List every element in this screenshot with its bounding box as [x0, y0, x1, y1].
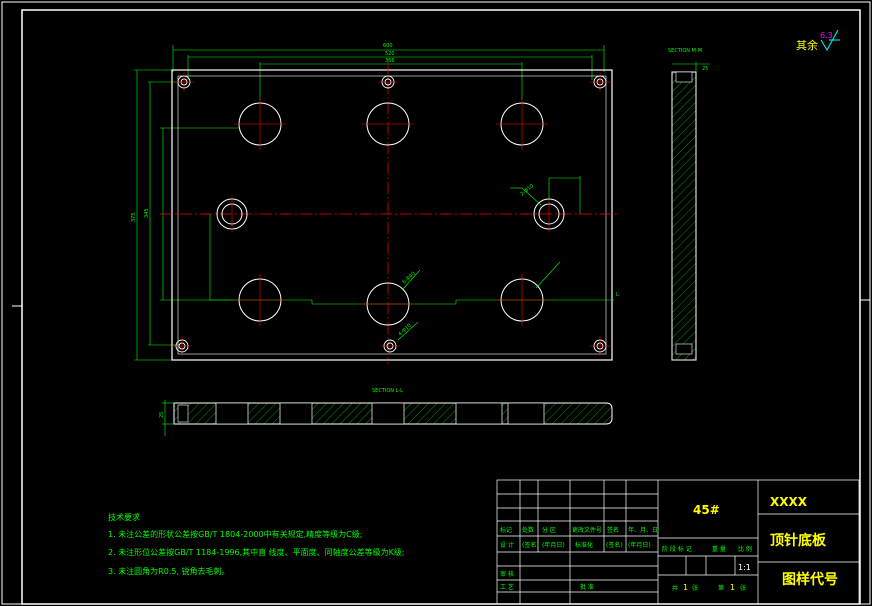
roughness-symbol: 其余 6.3 — [796, 29, 840, 52]
tb-stage: 阶 段 标 记 — [662, 545, 692, 553]
tb-sheet-no-n: 1 — [730, 583, 735, 592]
tb-header: 标记 — [500, 526, 512, 534]
tb-review: 审 核 — [500, 570, 514, 578]
notes-title: 技术要求 — [108, 512, 140, 522]
section-right-title: SECTION M-M — [668, 48, 702, 54]
callout-4-d10: 4-Φ10 — [397, 323, 412, 338]
note-item: 2. 未注形位公差按GB/T 1184-1996,其中直 线度、平面度、同轴度公… — [108, 547, 405, 557]
note-item: 3. 未注圆角为R0.5, 锐角去毛刺。 — [108, 566, 230, 576]
tb-design: (年月日) — [542, 541, 565, 549]
section-marker-l: L — [616, 292, 619, 298]
plan-view: 600 520 366 375 345 L — [131, 43, 619, 364]
tb-design: 设 计 — [500, 541, 514, 549]
section-bottom-dim: 25 — [159, 412, 165, 418]
callout-2-d10: 2-Φ10 — [519, 183, 535, 197]
tb-sheets-total: 共 — [672, 584, 678, 592]
technical-notes: 技术要求 1. 未注公差的形状公差按GB/T 1804-2000中有关规定,精度… — [108, 512, 405, 576]
tb-design: (签名) — [606, 541, 623, 549]
note-item: 1. 未注公差的形状公差按GB/T 1804-2000中有关规定,精度等级为C级… — [108, 529, 362, 539]
tb-header: 分 区 — [542, 526, 556, 534]
tb-process: 工 艺 — [500, 583, 514, 591]
tb-part-name: 顶针底板 — [770, 532, 827, 549]
section-right-dim: 25 — [702, 66, 708, 72]
tb-sheet-unit: 张 — [740, 584, 746, 592]
section-view-right: SECTION M-M 25 — [668, 48, 710, 361]
tb-design: (年月日) — [628, 541, 651, 549]
tb-header: 签名 — [607, 526, 619, 534]
tb-drawing-no: 图样代号 — [782, 571, 838, 588]
callout-6-d40: 6-Φ40 — [401, 271, 416, 286]
title-block: 标记 处数 分 区 更改文件号 签名 年、月、日 设 计 (签名) (年月日) … — [496, 479, 860, 605]
tb-header: 更改文件号 — [572, 526, 602, 534]
tb-scale: 1:1 — [738, 563, 751, 572]
tb-design: (签名) — [522, 541, 539, 549]
tb-company: XXXX — [770, 495, 808, 509]
drawing-frame — [21, 9, 861, 605]
tb-scale-label: 比 例 — [738, 545, 752, 553]
roughness-label: 其余 — [796, 38, 818, 52]
tb-weight: 重 量 — [712, 545, 726, 553]
section-view-bottom: SECTION L-L 25 — [159, 388, 613, 436]
dim-height-inner: 345 — [144, 208, 150, 218]
dim-mid: 520 — [385, 51, 395, 57]
dim-height-outer: 375 — [131, 212, 137, 222]
tb-header: 处数 — [522, 526, 534, 534]
tb-design: 标准化 — [575, 541, 593, 549]
section-bottom-title: SECTION L-L — [372, 388, 403, 394]
tb-material: 45# — [693, 503, 720, 517]
dim-inner: 366 — [385, 58, 395, 64]
plate-outline — [171, 69, 613, 361]
tb-approve: 批 准 — [580, 583, 594, 591]
tb-sheet-no: 第 — [718, 584, 724, 592]
dim-overall: 600 — [383, 43, 393, 49]
tb-header: 年、月、日 — [628, 526, 658, 534]
tb-sheets-unit: 张 — [692, 584, 698, 592]
roughness-value: 6.3 — [820, 31, 833, 40]
tb-sheets-total-n: 1 — [683, 583, 688, 592]
